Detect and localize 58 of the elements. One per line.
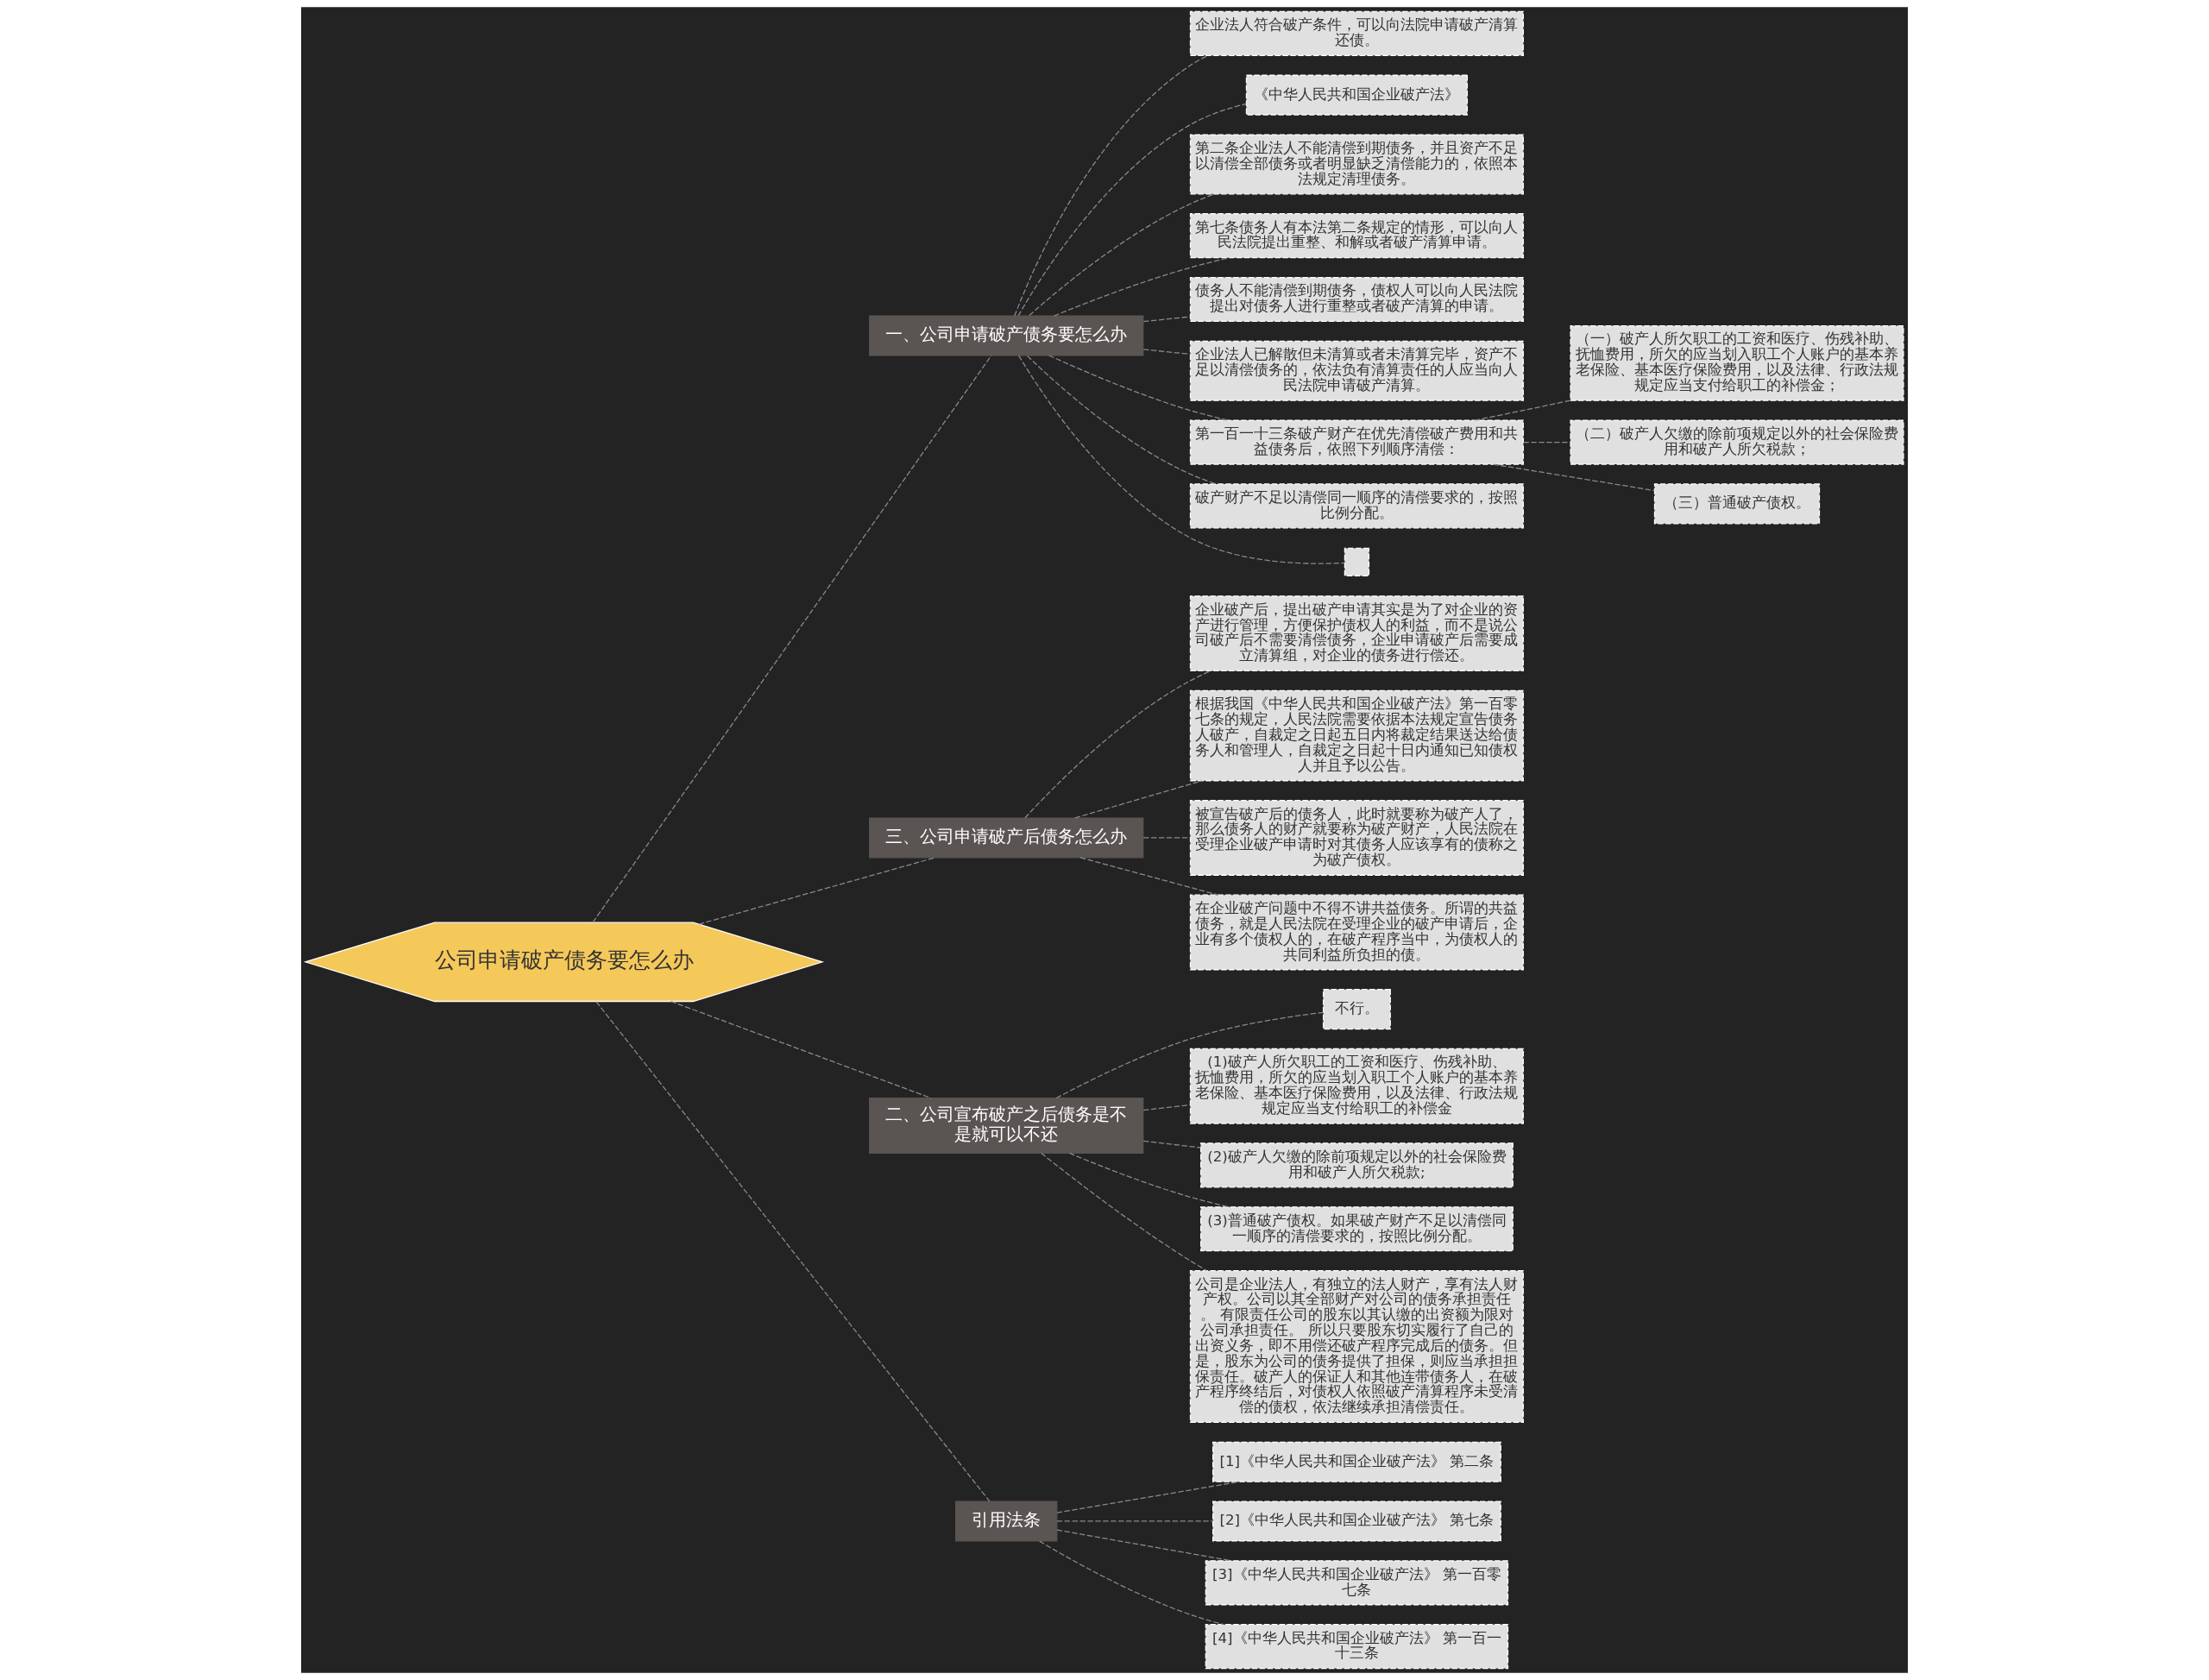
node-box: (3)普通破产债权。如果破产财产不足以清偿同一顺序的清偿要求的，按照比例分配。	[1199, 1206, 1514, 1252]
node-box: 根据我国《中华人民共和国企业破产法》第一百零七条的规定，人民法院需要依据本法规定宣告债务人破产，自裁定之日起五日内将裁定结果送达给债务人和管理人，自裁定之日起十日内通知已知债权人并且予以公告。	[1189, 689, 1524, 782]
connector	[1142, 1104, 1191, 1111]
connector	[1142, 316, 1191, 323]
connector	[1492, 463, 1655, 492]
connector	[1056, 1481, 1241, 1513]
connector	[1053, 257, 1230, 317]
connector	[592, 355, 992, 923]
connector	[1079, 857, 1218, 896]
node-box: 第二条企业法人不能清偿到期债务，并且资产不足以清偿全部债务或者明显缺乏清偿能力的，依照本法规定清理债务。	[1189, 134, 1524, 195]
connector	[1048, 355, 1229, 421]
connector	[1024, 670, 1211, 819]
node-box: （三）普通破产债权。	[1653, 483, 1821, 525]
connector	[1014, 54, 1209, 317]
connector	[1017, 103, 1247, 317]
connector	[1074, 780, 1203, 819]
node-box: (1)破产人所欠职工的工资和医疗、伤残补助、抚恤费用，所欠的应当划入职工个人账户的基本养老保险、基本医疗保险费用，以及法律、行政法规规定应当支付给职工的补偿金	[1189, 1048, 1524, 1124]
connector	[698, 857, 936, 925]
connector	[1068, 1152, 1230, 1208]
connector	[1056, 1529, 1232, 1562]
node-box: [2]《中华人民共和国企业破产法》 第七条	[1211, 1501, 1501, 1542]
node-box: （一）破产人所欠职工的工资和医疗、伤残补助、抚恤费用，所欠的应当划入职工个人账户的基本养老保险、基本医疗保险费用，以及法律、行政法规规定应当支付给职工的补偿金；	[1570, 324, 1904, 401]
connector	[1142, 1140, 1201, 1148]
node-box: 破产财产不足以清偿同一顺序的清偿要求的，按照比例分配。	[1189, 483, 1524, 529]
connector	[1041, 1152, 1207, 1272]
connector	[1039, 1540, 1224, 1626]
node-box: 二、公司宣布破产之后债务是不是就可以不还	[869, 1098, 1144, 1155]
node-box: [4]《中华人民共和国企业破产法》 第一百一十三条	[1205, 1624, 1509, 1670]
node-box: 企业法人已解散但未清算或者未清算完毕，资产不足以清偿债务的，依法负有清算责任的人应当向人民法院申请破产清算。	[1189, 340, 1524, 401]
node-box: 企业破产后，提出破产申请其实是为了对企业的资产进行管理，方便保护债权人的利益，而不是说公司破产后不需要清偿债务，企业申请破产后需要成立清算组，对企业的债务进行偿还。	[1189, 595, 1524, 672]
node-box: 三、公司申请破产后债务怎么办	[869, 817, 1144, 859]
node-box: 《中华人民共和国企业破产法》	[1245, 74, 1469, 116]
node-box: 第七条债务人有本法第二条规定的情形，可以向人民法院提出重整、和解或者破产清算申请。	[1189, 213, 1524, 259]
connector	[1029, 193, 1216, 317]
node-box: 被宣告破产后的债务人，此时就要称为破产人了，那么债务人的财产就要称为破产财产，人民法院在受理企业破产申请时对其债务人应该享有的债称之为破产债权。	[1189, 800, 1524, 876]
connector	[670, 1000, 932, 1099]
node-box: 第一百一十三条破产财产在优先清偿破产费用和共益债务后，依照下列顺序清偿：	[1189, 419, 1524, 465]
node-box: 不行。	[1322, 989, 1391, 1030]
connector	[1142, 349, 1191, 356]
node-box: [1]《中华人民共和国企业破产法》 第二条	[1211, 1441, 1501, 1482]
node-box: （二）破产人欠缴的除前项规定以外的社会保险费用和破产人所欠税款；	[1570, 419, 1904, 465]
connector	[1522, 441, 1571, 444]
connector	[595, 1001, 991, 1502]
node-box: 引用法条	[955, 1501, 1058, 1542]
connector	[1142, 837, 1191, 839]
connector	[1056, 1520, 1213, 1522]
connector	[1474, 400, 1571, 421]
node-box: 一、公司申请破产债务要怎么办	[869, 315, 1144, 356]
node-box: 企业法人符合破产条件，可以向法院申请破产清算还债。	[1189, 10, 1524, 56]
node-box: 在企业破产问题中不得不讲共益债务。所谓的共益债务，就是人民法院在受理企业的破产申请后，企业有多个债权人的，在破产程序当中，为债权人的共同利益所负担的债。	[1189, 894, 1524, 971]
connector	[1018, 355, 1345, 564]
node-box: 债务人不能清偿到期债务，债权人可以向人民法院提出对债务人进行重整或者破产清算的申请。	[1189, 276, 1524, 323]
node-box: [3]《中华人民共和国企业破产法》 第一百零七条	[1205, 1560, 1509, 1606]
node-box: (2)破产人欠缴的除前项规定以外的社会保险费用和破产人所欠税款;	[1199, 1142, 1514, 1188]
connector	[1055, 1011, 1324, 1099]
node-box	[1344, 547, 1370, 576]
connector	[1026, 355, 1218, 485]
node-box: 公司是企业法人，有独立的法人财产，享有法人财产权。公司以其全部财产对公司的债务承担责任。 有限责任公司的股东以其认缴的出资额为限对公司承担责任。 所以只要股东切实履行了自己的出资义务，即不用偿还破产程序完成后的债务。但是，股东为公司的债务提供了担保，则应当承担担保责任。破产人的保证人和其他连带债务人，在破产程序终结后，对债权人依照破产清算程序未受清偿的债权，依法继续承担清偿责任。	[1189, 1270, 1524, 1423]
